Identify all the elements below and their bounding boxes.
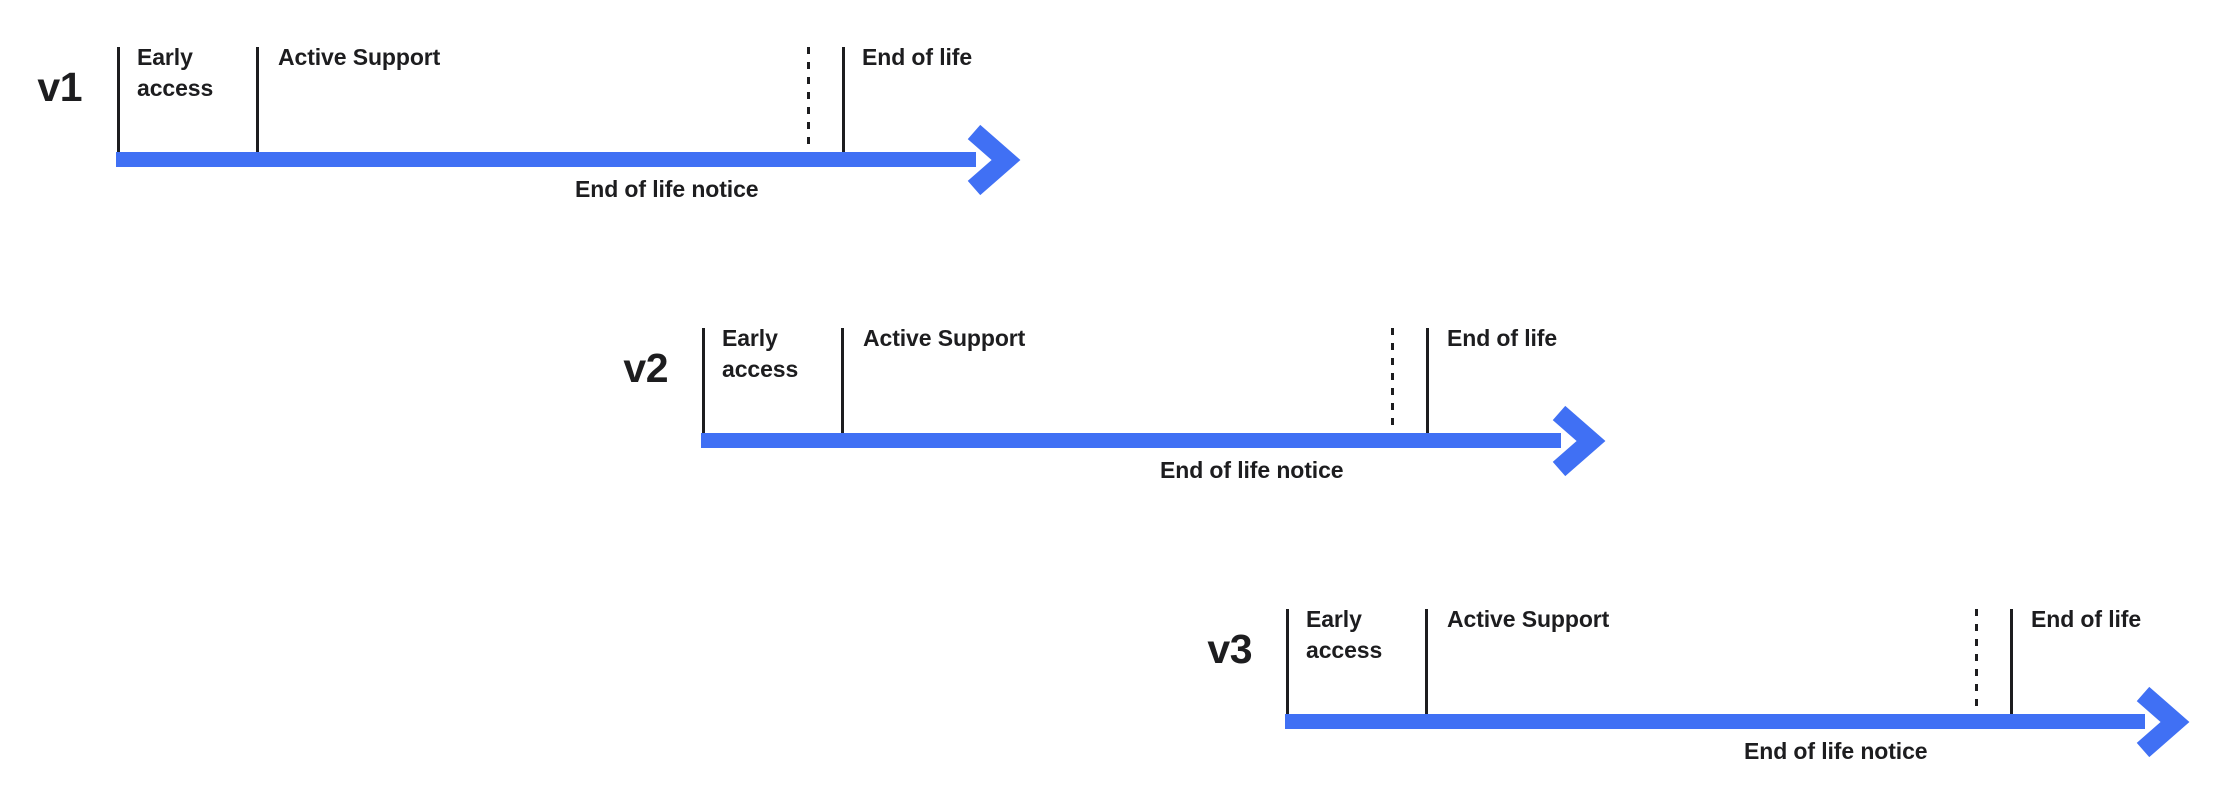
- tick-dashed-eol-notice-v1: [807, 47, 810, 153]
- phase-label-active-support-v1: Active Support: [278, 44, 441, 70]
- tick-line-end-of-life-start-v1: [842, 47, 845, 153]
- lifecycle-arrow-head-v2: [1547, 405, 1607, 477]
- version-label-v1: v1: [37, 64, 82, 110]
- phase-label-end-of-life-v2: End of life: [1447, 325, 1558, 351]
- phase-label-early-access-v1: Early access: [137, 44, 214, 101]
- tick-line-active-support-start-v2: [841, 328, 844, 434]
- tick-line-early-access-start-v2: [702, 328, 705, 434]
- lifecycle-bar-v3: [1285, 714, 2145, 729]
- eol-notice-label-v1: End of life notice: [575, 176, 759, 202]
- timeline-row-v2: v2 Early access Active Support End of li…: [0, 281, 1700, 511]
- phase-label-early-access-v3: Early access: [1306, 606, 1383, 663]
- tick-dashed-eol-notice-v3: [1975, 609, 1978, 715]
- tick-dashed-eol-notice-v2: [1391, 328, 1394, 434]
- phase-label-active-support-v3: Active Support: [1447, 606, 1610, 632]
- tick-line-early-access-start-v1: [117, 47, 120, 153]
- lifecycle-arrow-head-v1: [962, 124, 1022, 196]
- lifecycle-arrow-head-v3: [2131, 686, 2191, 758]
- phase-label-active-support-v2: Active Support: [863, 325, 1026, 351]
- tick-line-end-of-life-start-v2: [1426, 328, 1429, 434]
- phase-label-end-of-life-v1: End of life: [862, 44, 973, 70]
- lifecycle-bar-v2: [701, 433, 1561, 448]
- version-label-v3: v3: [1207, 626, 1252, 672]
- timeline-row-v3: v3 Early access Active Support End of li…: [0, 562, 2228, 792]
- tick-line-early-access-start-v3: [1286, 609, 1289, 715]
- tick-line-active-support-start-v1: [256, 47, 259, 153]
- phase-label-early-access-v2: Early access: [722, 325, 799, 382]
- eol-notice-label-v3: End of life notice: [1744, 738, 1928, 764]
- lifecycle-bar-v1: [116, 152, 976, 167]
- timeline-row-v1: v1 Early access Active Support End of li…: [0, 0, 1100, 230]
- version-label-v2: v2: [623, 345, 668, 391]
- tick-line-end-of-life-start-v3: [2010, 609, 2013, 715]
- eol-notice-label-v2: End of life notice: [1160, 457, 1344, 483]
- phase-label-end-of-life-v3: End of life: [2031, 606, 2142, 632]
- tick-line-active-support-start-v3: [1425, 609, 1428, 715]
